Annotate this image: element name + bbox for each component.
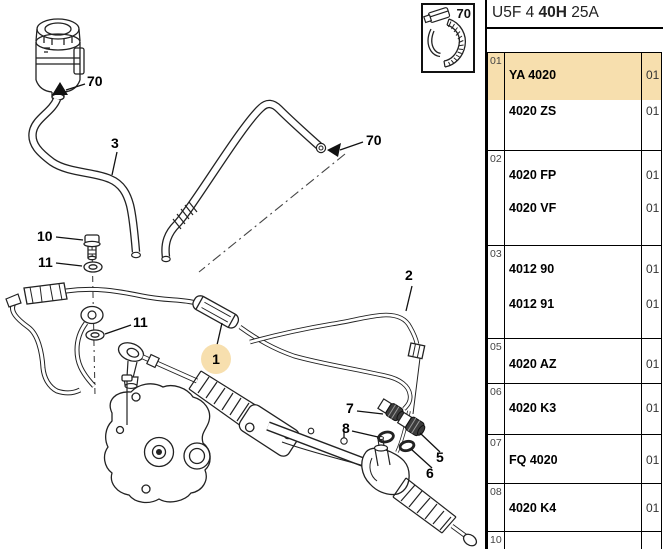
clamp-legend-box: 70 [421, 3, 475, 73]
corrugated-sleeve [172, 201, 198, 230]
part-group-10: 10 [488, 532, 661, 549]
part-group-05: 05 4020 AZ 01 [488, 339, 661, 384]
callout-6[interactable]: 6 [426, 465, 434, 481]
title-code: 40H [538, 4, 567, 21]
return-pipe-drawing [249, 312, 426, 415]
callout-70-hose-end[interactable]: 70 [366, 132, 382, 148]
callout-leaders [52, 82, 441, 469]
callout-5[interactable]: 5 [436, 449, 444, 465]
oring-upper-drawing [377, 430, 395, 444]
banjo-union-drawing [74, 305, 104, 388]
hose-3-drawing [28, 97, 327, 263]
group-number: 10 [488, 532, 505, 549]
pump-drawing [103, 374, 211, 504]
callout-3[interactable]: 3 [111, 135, 119, 151]
qty-cell: 01 [646, 104, 660, 118]
selected-row-highlight [488, 53, 661, 100]
callout-7[interactable]: 7 [346, 400, 354, 416]
group-number: 02 [488, 151, 505, 245]
right-bellows [392, 477, 457, 534]
banjo-bolt-drawing [83, 234, 101, 261]
oring-lower-drawing [398, 439, 416, 453]
part-group-02: 02 4020 FP 4020 VF 01 01 [488, 151, 661, 246]
group-number: 03 [488, 246, 505, 338]
page-title: U5F 4 40H 25A [492, 4, 599, 22]
steering-rack-drawing [117, 342, 478, 547]
callout-8[interactable]: 8 [342, 420, 350, 436]
part-group-06: 06 4020 K3 01 [488, 384, 661, 435]
part-row[interactable]: 4020 K4 [509, 501, 557, 515]
part-row[interactable]: YA 4020 [509, 68, 557, 82]
qty-cell: 01 [646, 501, 660, 515]
qty-cell: 01 [646, 68, 660, 82]
part-row[interactable]: 4020 K3 [509, 401, 557, 415]
qty-cell: 01 [646, 297, 660, 311]
header-rule [487, 27, 663, 29]
group-number: 01 [488, 53, 505, 150]
part-group-01: 01 YA 4020 4020 ZS 01 01 [488, 53, 661, 151]
parts-table: 01 YA 4020 4020 ZS 01 01 02 4020 FP 4020… [487, 52, 662, 549]
steering-diagram: 70 3 70 10 11 11 1 2 7 8 5 6 [5, 18, 478, 547]
part-group-03: 03 4012 90 4012 91 01 01 [488, 246, 661, 339]
part-row[interactable]: 4012 90 [509, 262, 555, 276]
steering-diagram-drawing [5, 18, 478, 547]
group-number: 07 [488, 435, 505, 483]
qty-cell: 01 [646, 453, 660, 467]
washer-upper-drawing [83, 261, 103, 273]
callout-1-selected[interactable]: 1 [201, 344, 231, 374]
pressure-pipe-drawing [5, 282, 413, 411]
union-upper-drawing [377, 398, 405, 422]
callout-11-lower[interactable]: 11 [133, 314, 148, 330]
part-group-07: 07 FQ 4020 01 [488, 435, 661, 484]
clamp-legend-label: 70 [456, 6, 471, 21]
title-prefix: U5F 4 [492, 4, 535, 21]
fluid-reservoir-drawing [35, 18, 85, 101]
title-suffix: 25A [571, 4, 599, 21]
callout-10[interactable]: 10 [37, 228, 53, 244]
part-row[interactable]: 4020 FP [509, 168, 557, 182]
callout-70-reservoir[interactable]: 70 [87, 73, 103, 89]
washer-lower-drawing [85, 329, 105, 341]
qty-cell: 01 [646, 201, 660, 215]
part-row[interactable]: 4020 AZ [509, 357, 557, 371]
group-number: 05 [488, 339, 505, 383]
part-row[interactable]: 4012 91 [509, 297, 555, 311]
hose-clamp-icon [423, 7, 467, 68]
group-number: 08 [488, 484, 505, 531]
parts-panel: U5F 4 40H 25A 01 YA 4020 4020 ZS 01 01 [485, 0, 663, 549]
part-row[interactable]: 4020 ZS [509, 104, 557, 118]
qty-cell: 01 [646, 401, 660, 415]
qty-cell: 01 [646, 357, 660, 371]
callout-11-upper[interactable]: 11 [38, 254, 53, 270]
callout-1-label: 1 [212, 351, 220, 367]
callout-2[interactable]: 2 [405, 267, 413, 283]
union-lower-drawing [396, 411, 426, 437]
group-number: 06 [488, 384, 505, 434]
qty-cell: 01 [646, 262, 660, 276]
part-row[interactable]: 4020 VF [509, 201, 557, 215]
part-row[interactable]: FQ 4020 [509, 453, 558, 467]
qty-cell: 01 [646, 168, 660, 182]
part-group-08: 08 4020 K4 01 [488, 484, 661, 532]
